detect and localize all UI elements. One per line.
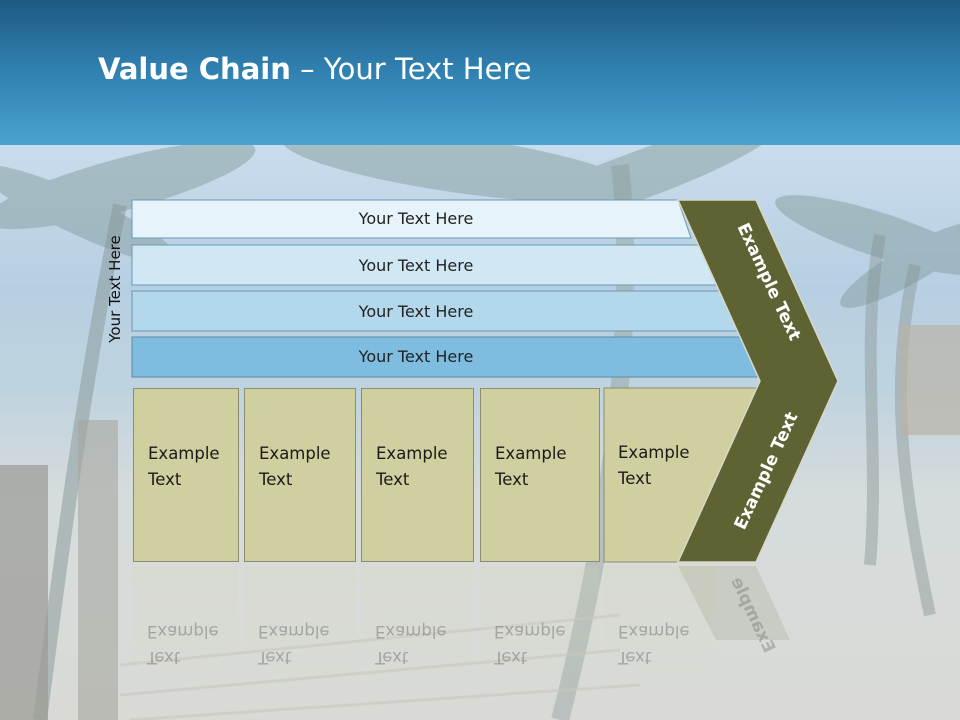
row-label: Your Text Here bbox=[358, 347, 474, 366]
header-band: Value Chain – Your Text Here bbox=[0, 0, 960, 145]
box-text-line2: Text bbox=[618, 469, 652, 488]
box-text-line2: Text bbox=[495, 470, 529, 489]
row-shape bbox=[131, 199, 692, 239]
slide-title: Value Chain – Your Text Here bbox=[98, 52, 532, 86]
row-label: Your Text Here bbox=[358, 302, 474, 321]
box-text-line1: Example bbox=[259, 444, 331, 463]
title-rest: – Your Text Here bbox=[290, 52, 532, 86]
title-bold: Value Chain bbox=[98, 52, 291, 86]
row-label: Your Text Here bbox=[358, 256, 474, 275]
box-text-line1: Example bbox=[495, 444, 567, 463]
box-text-line1: Example bbox=[618, 443, 690, 462]
row-label: Your Text Here bbox=[358, 209, 474, 228]
box-text-line1: Example bbox=[376, 444, 448, 463]
box-text-line2: Text bbox=[259, 470, 293, 489]
box-text-line2: Text bbox=[148, 470, 182, 489]
box-text-line2: Text bbox=[376, 470, 410, 489]
box-text-line1: Example bbox=[148, 444, 220, 463]
